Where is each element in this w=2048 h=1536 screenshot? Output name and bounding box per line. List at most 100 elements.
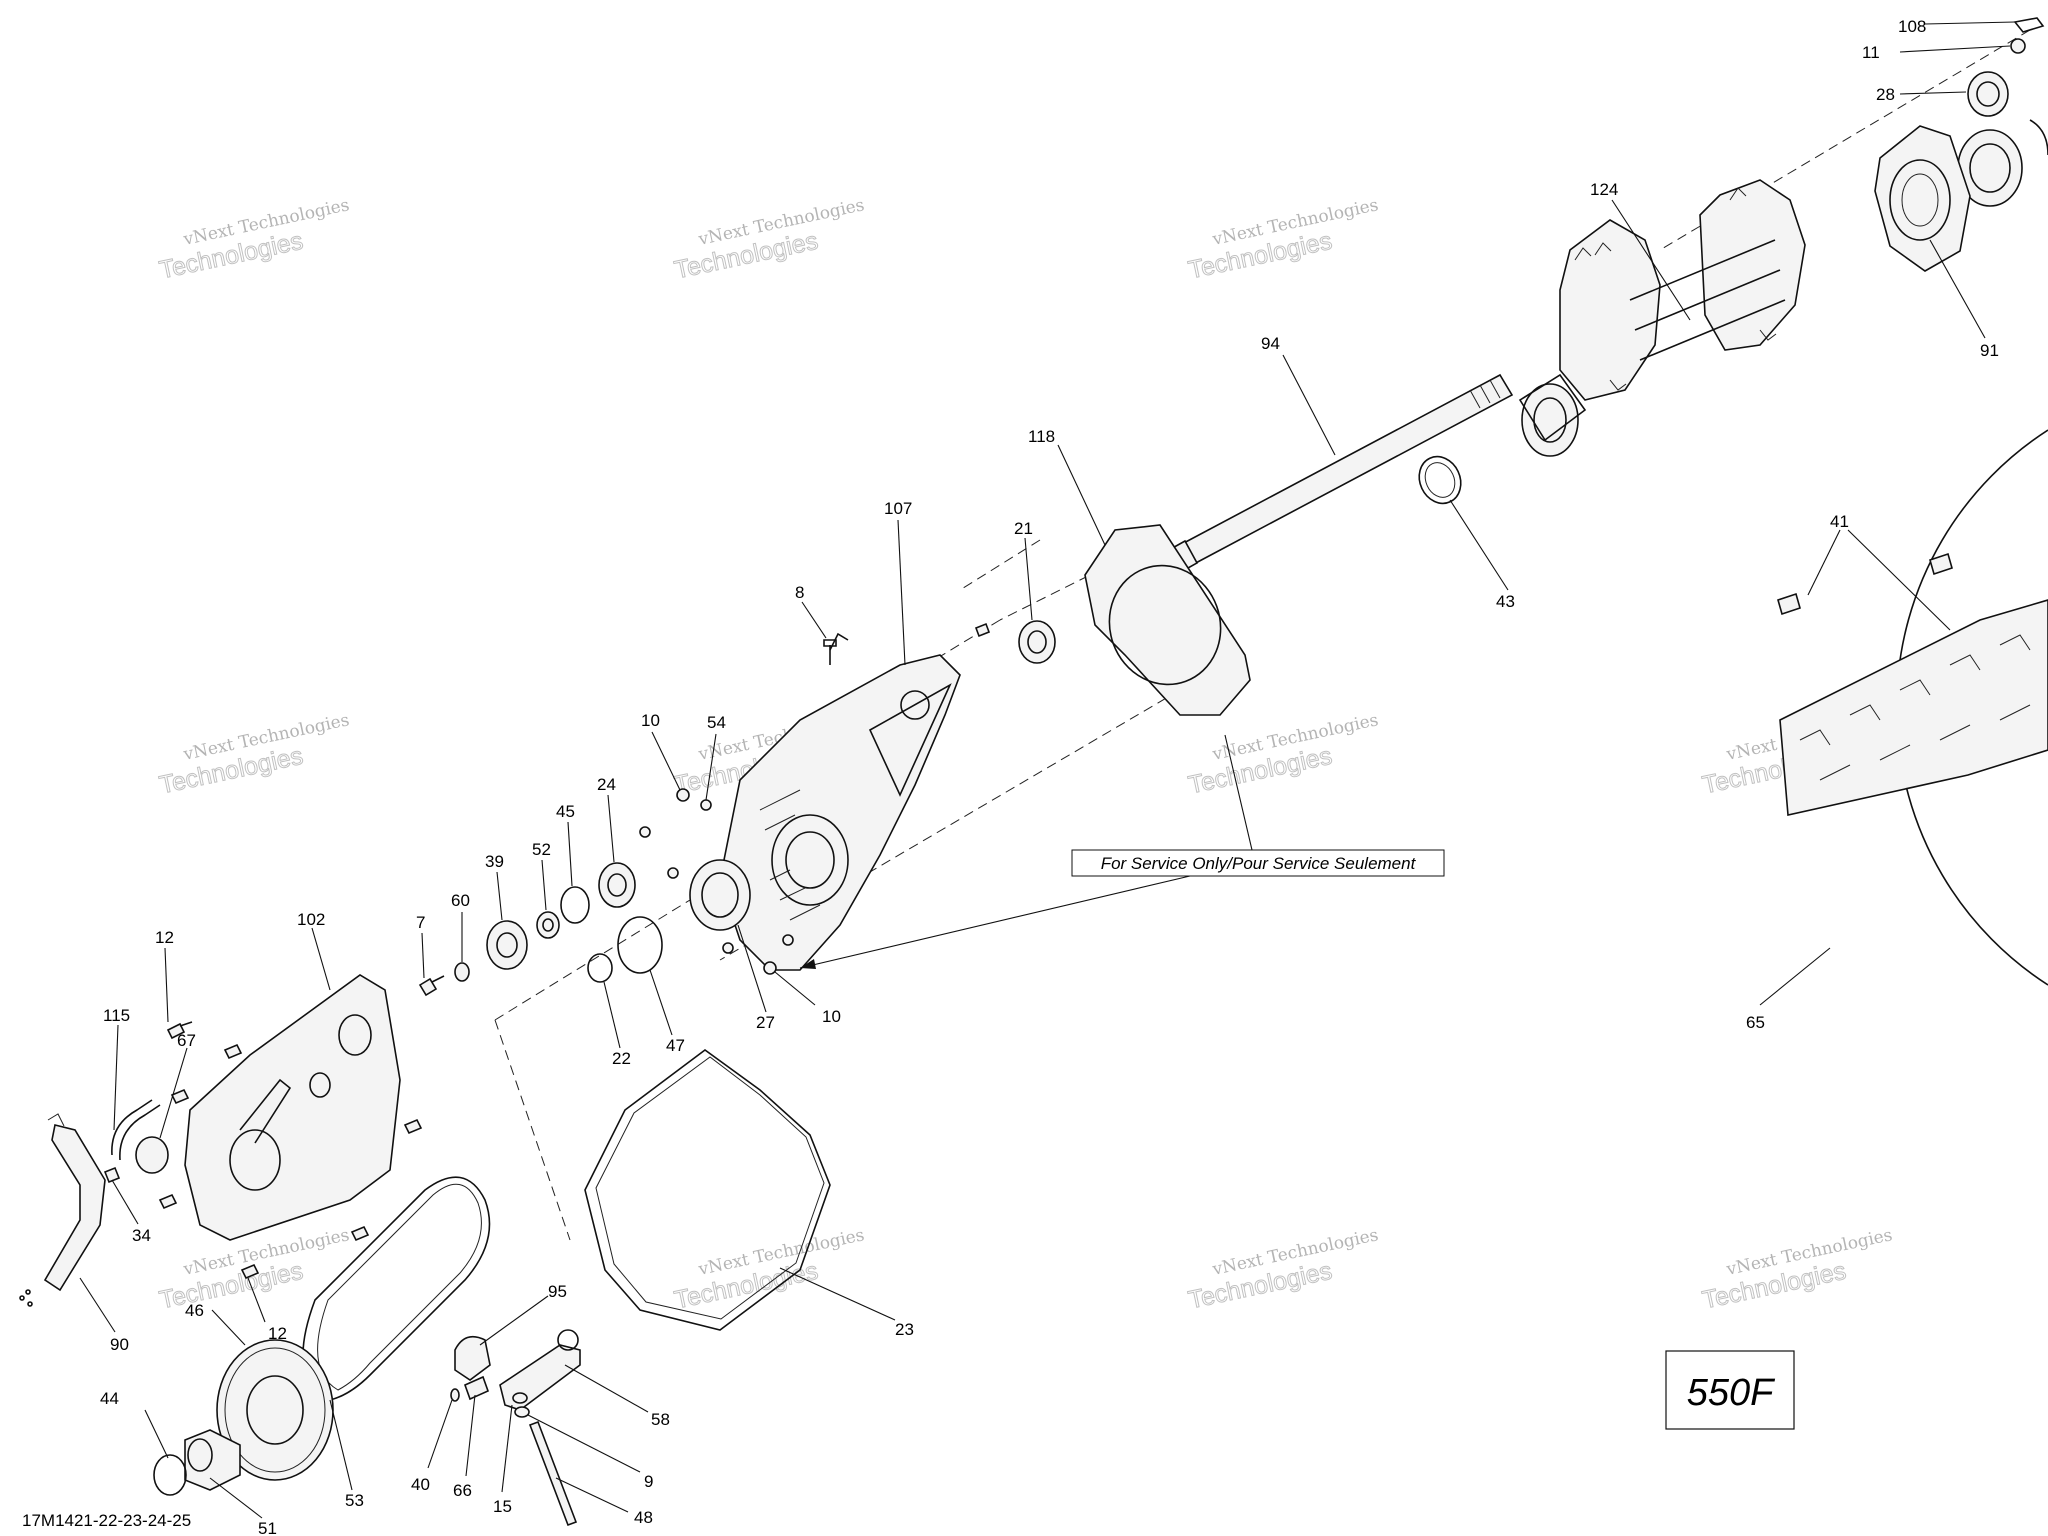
part-label-94: 94 [1261, 334, 1280, 353]
bolt [170, 1088, 190, 1105]
bolt-7 [418, 975, 445, 997]
part-label-39: 39 [485, 852, 504, 871]
watermark: vNext Technologies Technologies [156, 195, 351, 285]
part-label-10-bottom: 10 [822, 1007, 841, 1026]
part-label-34: 34 [132, 1226, 151, 1245]
part-label-53: 53 [345, 1491, 364, 1510]
part-label-67: 67 [177, 1031, 196, 1050]
cap-67 [135, 1136, 169, 1174]
watermark: vNext Technologies Technologies [1699, 1225, 1894, 1315]
stud-54 [700, 799, 712, 811]
ring-43 [1418, 455, 1462, 505]
part-label-52: 52 [532, 840, 551, 859]
tube-115 [111, 1099, 161, 1161]
fitting-34 [103, 1166, 121, 1184]
bolt [350, 1225, 370, 1242]
part-label-48: 48 [634, 1508, 653, 1527]
bolt [223, 1043, 243, 1060]
part-label-24: 24 [597, 775, 616, 794]
part-label-9: 9 [644, 1472, 653, 1491]
part-label-43: 43 [1496, 592, 1515, 611]
watermark: vNext Technologies Technologies [1185, 710, 1380, 800]
part-label-22: 22 [612, 1049, 631, 1068]
chaincase-cover-102 [184, 974, 401, 1241]
part-label-27: 27 [756, 1013, 775, 1032]
part-label-108: 108 [1898, 17, 1926, 36]
washer-15 [512, 1392, 530, 1418]
nut [667, 867, 679, 879]
parts [19, 17, 2048, 1527]
sprocket-39 [486, 920, 528, 970]
spacer-66 [463, 1375, 490, 1401]
assembly-axis [494, 29, 2031, 1241]
part-label-124: 124 [1590, 180, 1618, 199]
part-label-54: 54 [707, 713, 726, 732]
circlip-45 [560, 886, 590, 924]
watermark: vNext Technologies Technologies [671, 195, 866, 285]
part-label-10-top: 10 [641, 711, 660, 730]
part-label-15: 15 [493, 1497, 512, 1516]
watermark: vNext Technologies Technologies [1185, 195, 1380, 285]
watermark: vNext Technologies Technologies [156, 710, 351, 800]
nut-10a [676, 788, 690, 802]
tensioner-arm-58 [499, 1329, 581, 1411]
model-box-text: 550F [1687, 1372, 1775, 1414]
nut [722, 942, 734, 954]
spacer-52 [536, 911, 560, 939]
bolt [403, 1118, 423, 1135]
ring-47 [617, 916, 663, 974]
model-box: 550F [1665, 1350, 1795, 1430]
part-label-95: 95 [548, 1282, 567, 1301]
rod-48 [528, 1420, 578, 1527]
part-label-11: 11 [1862, 43, 1880, 62]
part-label-45: 45 [556, 802, 575, 821]
chaincase-housing-107 [719, 632, 961, 971]
nut [639, 826, 651, 838]
nut-11 [2010, 38, 2026, 54]
part-label-90: 90 [110, 1335, 129, 1354]
clip-22 [587, 953, 613, 983]
part-label-91: 91 [1980, 341, 1999, 360]
service-note: For Service Only/Pour Service Seulement [799, 734, 1445, 969]
watermark: vNext Technologies Technologies [671, 1225, 866, 1315]
part-label-44: 44 [100, 1389, 119, 1408]
drive-sprocket-124 [1518, 179, 1806, 457]
part-label-47: 47 [666, 1036, 685, 1055]
part-label-102: 102 [297, 910, 325, 929]
service-note-text: For Service Only/Pour Service Seulement [1101, 854, 1417, 873]
drawing-code: 17M1421-22-23-24-25 [22, 1511, 191, 1530]
gasket-23 [584, 1049, 831, 1331]
bearing-plate-91 [1874, 125, 1971, 272]
gasket-118 [1084, 524, 1251, 716]
part-label-115: 115 [103, 1006, 130, 1025]
bolt-12a [166, 1021, 193, 1040]
seal-right [1957, 119, 2048, 207]
part-label-51: 51 [258, 1519, 277, 1536]
part-label-58: 58 [651, 1410, 670, 1429]
part-label-40: 40 [411, 1475, 430, 1494]
lever-90 [19, 1113, 106, 1307]
part-label-28: 28 [1876, 85, 1895, 104]
part-label-60: 60 [451, 891, 470, 910]
nut [782, 934, 794, 946]
nut-10b [763, 961, 777, 975]
tensioner-95 [454, 1335, 491, 1381]
fastener-108 [2013, 17, 2045, 33]
bolt-8 [823, 639, 837, 665]
bolt [158, 1193, 178, 1210]
track-detail-65 [1777, 429, 2048, 986]
part-labels: 108 11 28 124 91 94 118 107 21 43 41 8 1… [100, 17, 1999, 1536]
part-label-41: 41 [1830, 512, 1849, 531]
washer-40 [450, 1388, 460, 1402]
circlip-44 [153, 1454, 187, 1496]
washer-60 [454, 962, 470, 982]
seal-27 [689, 859, 751, 931]
part-label-65: 65 [1746, 1013, 1765, 1032]
part-label-8: 8 [795, 583, 804, 602]
part-label-7: 7 [416, 913, 425, 932]
part-label-46: 46 [185, 1301, 204, 1320]
part-label-23: 23 [895, 1320, 914, 1339]
bearing-24 [598, 862, 636, 908]
watermark: vNext Technologies Technologies [1185, 1225, 1380, 1315]
